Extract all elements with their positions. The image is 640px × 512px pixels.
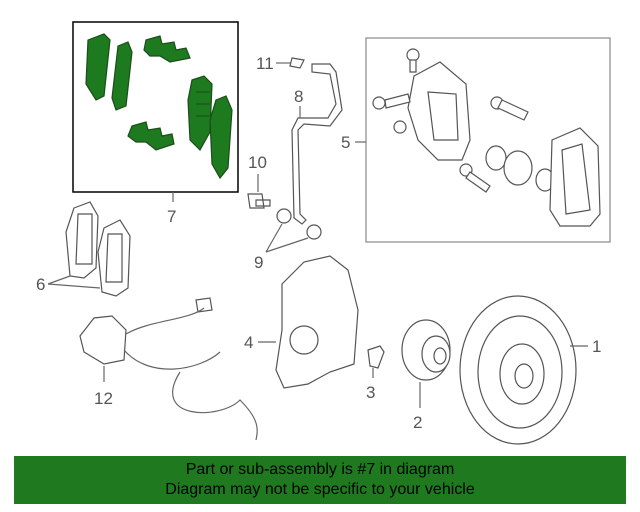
callout-9: 9	[254, 253, 263, 272]
info-banner-line1: Part or sub-assembly is #7 in diagram	[185, 461, 455, 478]
parts-diagram: 7 5 11 8 10 9 6	[36, 21, 611, 445]
part-3-wheel-stud[interactable]	[367, 345, 385, 369]
callout-11: 11	[256, 54, 274, 73]
part-11-clip[interactable]	[289, 57, 305, 69]
part-2-hub-bearing[interactable]	[401, 319, 451, 381]
callout-5: 5	[341, 133, 350, 152]
callout-7: 7	[167, 207, 176, 226]
part-7-hardware-kit[interactable]	[72, 21, 239, 193]
callout-1: 1	[592, 337, 601, 356]
info-banner-line2: Diagram may not be specific to your vehi…	[165, 481, 475, 498]
part-10-bolt[interactable]	[247, 193, 271, 209]
callout-2: 2	[413, 413, 422, 432]
callout-10: 10	[248, 153, 267, 172]
part-8-brake-hose[interactable]	[291, 63, 343, 225]
part-9-washer-b[interactable]	[306, 224, 322, 240]
callout-3: 3	[366, 383, 375, 402]
part-12-abs-sensor[interactable]	[79, 297, 213, 365]
abs-wire	[123, 307, 258, 441]
part-4-dust-shield[interactable]	[275, 255, 359, 389]
info-banner: Part or sub-assembly is #7 in diagram Di…	[14, 456, 626, 504]
callout-4: 4	[244, 333, 253, 352]
part-9-washer-a[interactable]	[276, 208, 292, 224]
callout-8: 8	[294, 87, 303, 106]
callout-6: 6	[36, 275, 45, 294]
part-1-brake-rotor[interactable]	[459, 295, 577, 445]
callout-12: 12	[94, 389, 113, 408]
part-6-brake-pads[interactable]	[65, 201, 131, 297]
part-5-caliper-assembly[interactable]	[365, 37, 611, 243]
